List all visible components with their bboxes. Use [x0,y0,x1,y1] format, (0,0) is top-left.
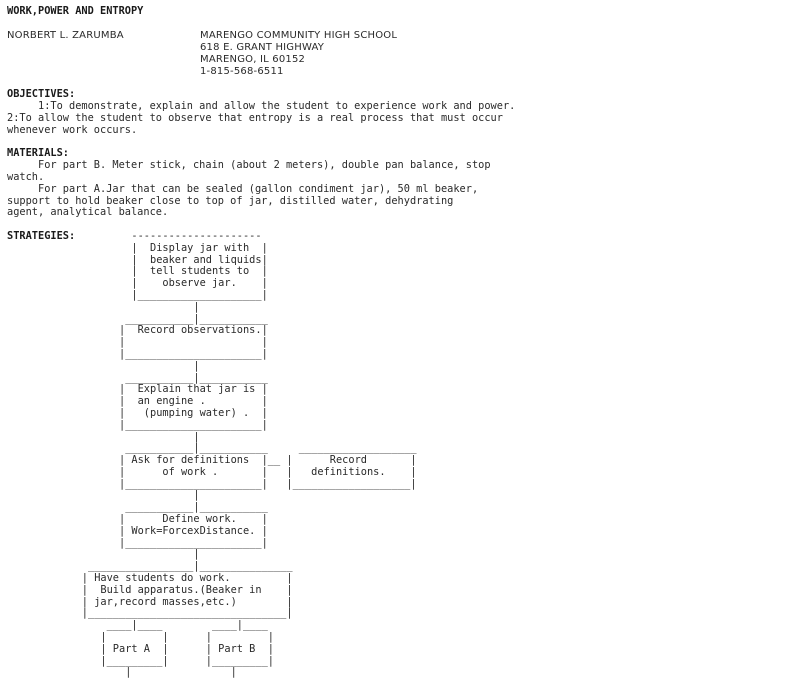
document: WORK,POWER AND ENTROPY NORBERT L. ZARUMB… [7,5,515,679]
objective-line: 1:To demonstrate, explain and allow the … [7,100,516,113]
objectives-heading: OBJECTIVES: [7,88,76,101]
materials-heading: MATERIALS: [7,147,69,160]
strategies-section: STRATEGIES: --------------------- | Disp… [7,229,515,679]
materials-line: support to hold beaker close to top of j… [7,194,454,207]
strategies-heading: STRATEGIES: [7,229,76,242]
school-name: MARENGO COMMUNITY HIGH SCHOOL [200,29,398,41]
document-title: WORK,POWER AND ENTROPY [7,5,144,17]
materials-section: MATERIALS: For part B. Meter stick, chai… [7,148,515,219]
materials-line: For part A.Jar that can be sealed (gallo… [7,182,479,195]
author-name: NORBERT L. ZARUMBA [7,29,124,41]
school-city: MARENGO, IL 60152 [200,53,306,65]
school-address: MARENGO COMMUNITY HIGH SCHOOL 618 E. GRA… [200,30,397,78]
strategies-flowchart: --------------------- | Display jar with… [81,229,417,679]
objective-line: whenever work occurs. [7,123,138,136]
objective-line: 2:To allow the student to observe that e… [7,111,503,124]
materials-line: agent, analytical balance. [7,206,169,219]
school-phone: 1-815-568-6511 [200,65,284,77]
author-block: NORBERT L. ZARUMBA MARENGO COMMUNITY HIG… [7,30,515,78]
materials-line: watch. [7,170,45,183]
materials-line: For part B. Meter stick, chain (about 2 … [7,159,491,172]
school-street: 618 E. GRANT HIGHWAY [200,41,325,53]
objectives-section: OBJECTIVES: 1:To demonstrate, explain an… [7,89,515,136]
